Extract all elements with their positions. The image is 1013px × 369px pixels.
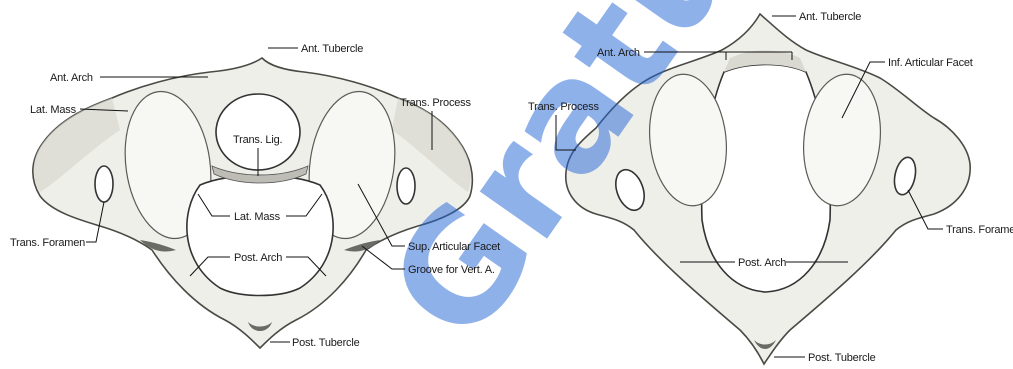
label-left-trans-foramen: Trans. Foramen [10,237,85,249]
label-left-lat-mass-center: Lat. Mass [234,211,281,223]
label-left-trans-process: Trans. Process [400,97,471,109]
label-left-sup-articular-facet: Sup. Articular Facet [408,241,500,253]
label-right-inf-articular-facet: Inf. Articular Facet [888,57,973,69]
label-left-groove-vert-a: Groove for Vert. A. [408,264,495,276]
label-right-trans-foramen: Trans. Foramen [946,224,1013,236]
label-left-post-tubercle: Post. Tubercle [292,337,360,349]
left-vertebral-foramen [187,175,333,295]
label-right-post-arch: Post. Arch [738,257,786,269]
label-right-ant-tubercle: Ant. Tubercle [799,11,861,23]
label-left-ant-tubercle: Ant. Tubercle [301,43,363,55]
left-trans-foramen-left [95,166,113,202]
label-left-trans-lig: Trans. Lig. [233,134,283,146]
label-right-trans-process: Trans. Process [528,101,599,113]
label-left-ant-arch: Ant. Arch [50,72,93,84]
label-left-post-arch: Post. Arch [234,252,282,264]
label-left-lat-mass-top: Lat. Mass [30,104,77,116]
label-right-post-tubercle: Post. Tubercle [808,352,876,364]
label-right-ant-arch: Ant. Arch [597,47,640,59]
